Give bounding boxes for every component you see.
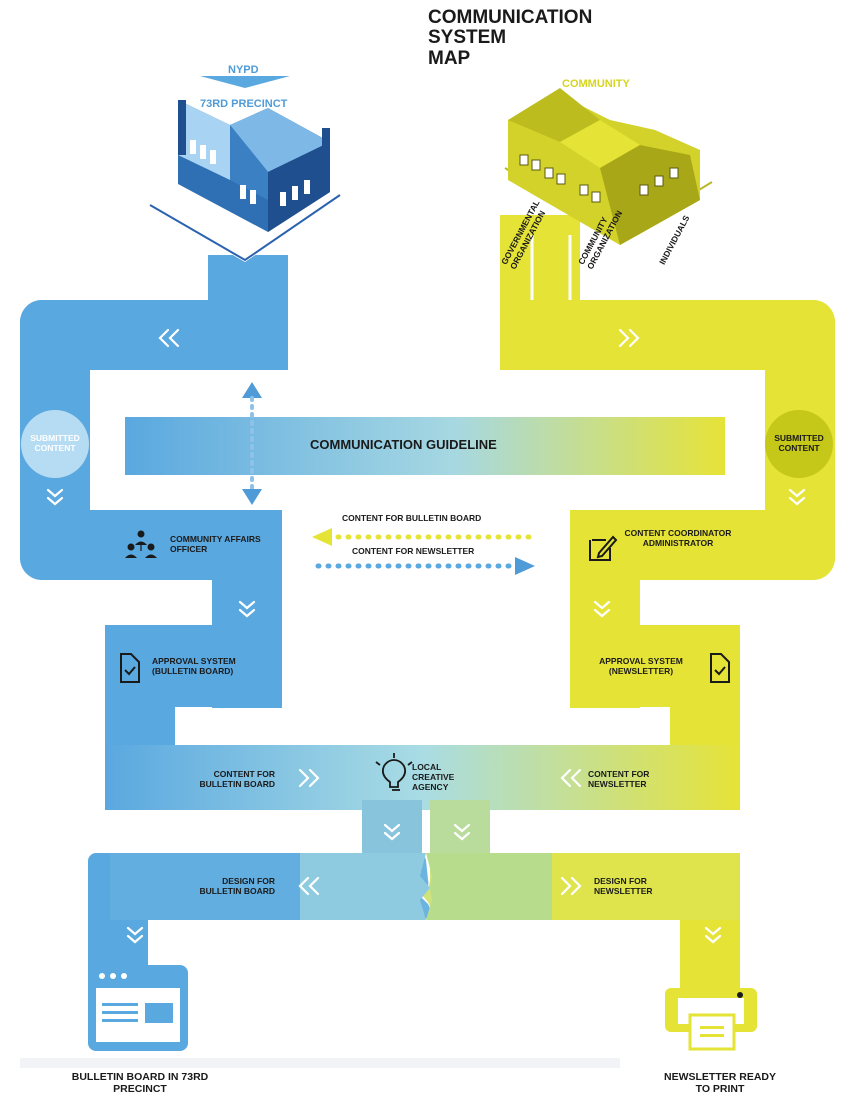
nypd-building-icon — [147, 76, 343, 262]
community-building-icon — [504, 88, 713, 245]
design-for-bulletin: DESIGN FOR BULLETIN BOARD — [199, 876, 275, 896]
content-coordinator: CONTENT COORDINATOR ADMINISTRATOR — [624, 528, 732, 548]
output-bulletin: BULLETIN BOARD IN 73RD PRECINCT — [71, 1071, 209, 1096]
browser-icon — [88, 965, 188, 1051]
agency-label: LOCAL CREATIVE AGENCY — [412, 762, 455, 792]
chevron-icon — [46, 328, 806, 944]
community-affairs-officer: COMMUNITY AFFAIRS OFFICER — [170, 534, 261, 554]
exchange-to-bulletin: CONTENT FOR BULLETIN BOARD — [342, 513, 482, 523]
design-for-newsletter: DESIGN FOR NEWSLETTER — [594, 876, 653, 896]
document-check-icon — [120, 653, 730, 683]
printer-icon — [665, 968, 757, 1051]
community-label: COMMUNITY — [562, 78, 630, 90]
design-band-right-fade — [432, 853, 552, 920]
exchange-to-newsletter: CONTENT FOR NEWSLETTER — [352, 546, 475, 556]
nypd-label: NYPD — [228, 64, 259, 76]
submitted-circle-left — [21, 410, 89, 478]
title-line-1: COMMUNICATION — [428, 7, 593, 28]
output-newsletter: NEWSLETTER READY TO PRINT — [663, 1071, 776, 1096]
ground-strip — [20, 1058, 620, 1068]
design-band-notch — [420, 853, 430, 920]
guideline-label: COMMUNICATION GUIDELINE — [310, 437, 497, 452]
people-icon — [125, 530, 157, 558]
guideline-vertical-arrow — [242, 382, 262, 505]
edit-icon — [589, 535, 618, 561]
submitted-content-right: SUBMITTED CONTENT — [774, 433, 824, 453]
approval-newsletter: APPROVAL SYSTEM (NEWSLETTER) — [599, 656, 683, 676]
page-title: COMMUNICATION SYSTEM MAP — [428, 7, 593, 69]
design-band-notch-r — [426, 853, 432, 920]
title-line-2: SYSTEM — [428, 27, 507, 49]
guideline-band — [125, 417, 725, 475]
precinct-label: 73RD PRECINCT — [200, 98, 288, 110]
arrow-content-newsletter — [315, 557, 535, 575]
submitted-circle-right — [765, 410, 833, 478]
agency-band — [105, 745, 740, 810]
content-for-bulletin: CONTENT FOR BULLETIN BOARD — [199, 769, 275, 789]
design-band-left-fade — [300, 853, 420, 920]
community-branch-lines — [530, 235, 642, 300]
submitted-content-left: SUBMITTED CONTENT — [30, 433, 80, 453]
approval-bulletin: APPROVAL SYSTEM (BULLETIN BOARD) — [152, 656, 236, 676]
content-for-newsletter: CONTENT FOR NEWSLETTER — [588, 769, 650, 789]
lightbulb-icon — [375, 753, 413, 791]
arrow-content-bulletin — [312, 528, 539, 546]
title-line-3: MAP — [428, 47, 471, 69]
